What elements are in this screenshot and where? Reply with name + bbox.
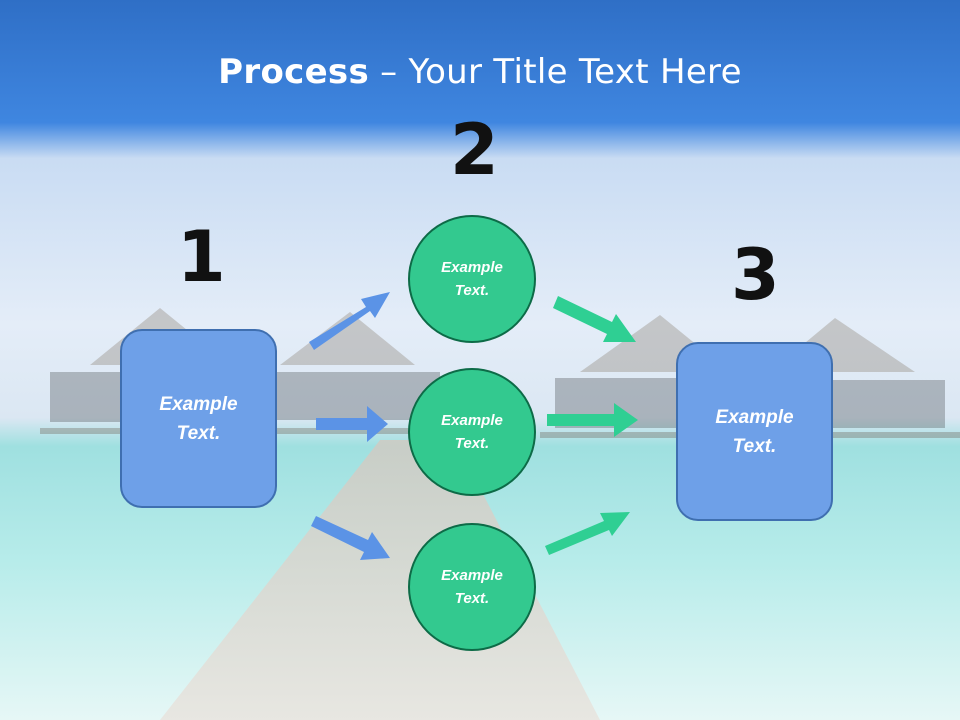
circle-middle-line1: Example — [441, 412, 503, 429]
left-box-line1: Example — [159, 393, 238, 415]
green-arrow-down — [553, 296, 636, 342]
right-box-line1: Example — [715, 406, 794, 428]
circle-middle: Example Text. — [408, 368, 536, 496]
circle-top-line1: Example — [441, 259, 503, 276]
circle-top-line2: Text. — [454, 282, 490, 299]
slide-title: Process – Your Title Text Here — [0, 52, 960, 92]
green-arrow-middle — [547, 403, 638, 437]
title-bold: Process — [218, 52, 370, 92]
step-number-3: 3 — [731, 234, 780, 316]
left-box: Example Text. — [120, 329, 277, 508]
circle-top: Example Text. — [408, 215, 536, 343]
left-box-line2: Text. — [176, 422, 221, 444]
circle-bottom-line2: Text. — [454, 590, 490, 607]
step-number-2: 2 — [450, 109, 499, 191]
right-box-line2: Text. — [732, 435, 777, 457]
blue-arrow-up — [309, 292, 390, 350]
step-number-1: 1 — [177, 216, 226, 298]
blue-arrow-middle — [316, 406, 388, 442]
right-box: Example Text. — [676, 342, 833, 521]
title-rest: – Your Title Text Here — [369, 52, 742, 92]
circle-middle-line2: Text. — [454, 435, 490, 452]
green-arrow-up — [545, 512, 630, 555]
circle-bottom: Example Text. — [408, 523, 536, 651]
circle-bottom-line1: Example — [441, 567, 503, 584]
blue-arrow-down — [311, 516, 390, 560]
